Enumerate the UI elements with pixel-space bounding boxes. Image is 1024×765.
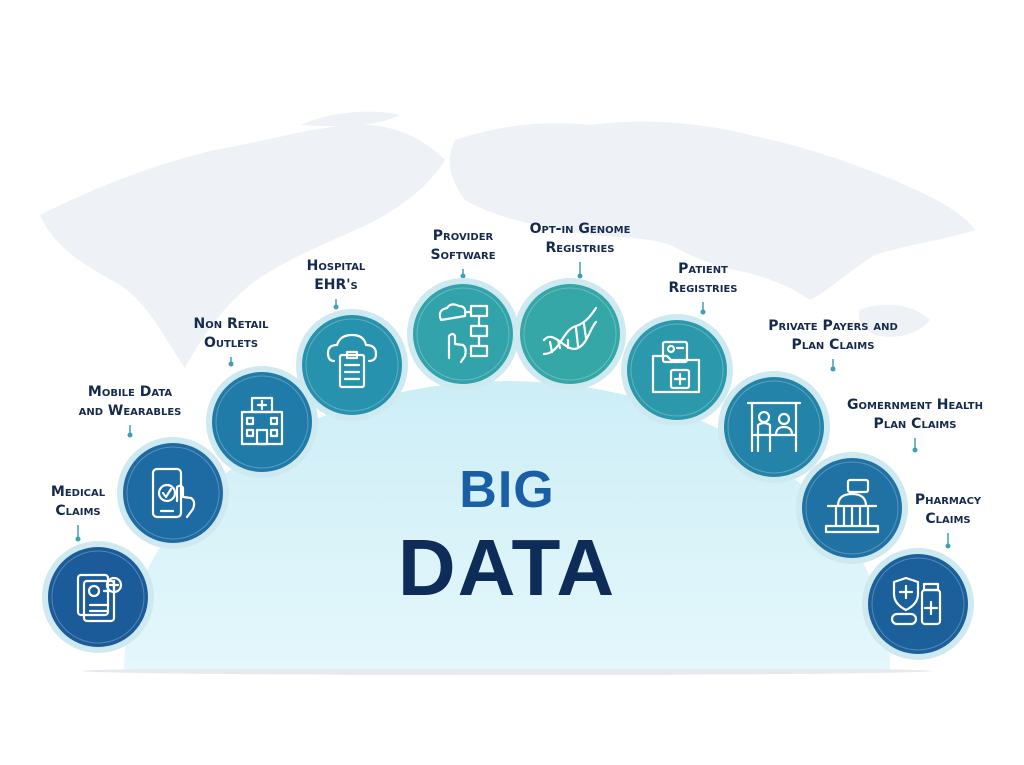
connector-dot <box>577 273 583 279</box>
label-line: Private Payers and <box>768 318 898 334</box>
pharmacy-medicine-icon <box>890 576 942 626</box>
payment-counter-icon <box>746 401 802 453</box>
label-line: Mobile Data <box>87 384 173 400</box>
label-line: EHR's <box>314 277 358 293</box>
connector-dot <box>830 366 836 372</box>
label-line: Opt-in Genome <box>529 221 631 237</box>
label-line: Registries <box>545 240 615 256</box>
connector-dot <box>228 361 234 367</box>
node-non-retail-outlets <box>206 366 318 478</box>
label-line: and Wearables <box>78 403 182 419</box>
patient-folder-icon <box>651 340 701 394</box>
source-nodes <box>42 278 974 660</box>
medical-claim-document-icon <box>76 573 123 623</box>
title-data: DATA <box>397 523 617 612</box>
node-mobile-data-wearables <box>117 437 229 549</box>
smartphone-touch-icon <box>151 467 196 519</box>
label-line: Outlets <box>203 335 259 351</box>
connector-lines <box>75 262 951 549</box>
connector-dot <box>700 309 706 315</box>
label-line: Plan Claims <box>791 337 875 353</box>
node-opt-in-genome-registries <box>514 278 626 390</box>
government-building-icon <box>824 478 880 534</box>
dna-icon <box>542 306 598 356</box>
label-line: Plan Claims <box>873 416 957 432</box>
connector-dot <box>912 447 918 453</box>
big-data-dome <box>124 381 890 669</box>
label-line: Patient <box>678 261 728 277</box>
node-provider-software <box>407 278 519 390</box>
label-line: Pharmacy <box>914 492 982 508</box>
connector-dot <box>127 432 133 438</box>
connector-dot <box>75 536 81 542</box>
label-line: Hospital <box>306 258 366 274</box>
node-hospital-ehrs <box>296 309 408 421</box>
title-big: BIG <box>459 461 555 519</box>
label-line: Gomernment Health <box>847 397 983 413</box>
clinic-building-icon <box>240 396 284 446</box>
node-medical-claims <box>42 541 154 653</box>
label-line: Provider <box>432 228 494 244</box>
label-line: Non Retail <box>193 316 269 332</box>
connector-dot <box>333 304 339 310</box>
node-private-payers-plan-claims <box>718 371 830 483</box>
label-line: Registries <box>668 280 738 296</box>
world-map-background <box>40 111 976 368</box>
label-mobile-data-wearables: Mobile Data and Wearables <box>79 383 182 421</box>
label-line: Software <box>430 247 496 263</box>
cloud-clipboard-icon <box>326 333 378 389</box>
connector-dot <box>460 273 466 279</box>
label-line: Medical <box>50 484 106 500</box>
label-line: Claims <box>925 511 971 527</box>
node-patient-registries <box>621 314 733 426</box>
network-hand-icon <box>438 303 489 364</box>
connector-dot <box>945 543 951 549</box>
node-government-health-plan-claims <box>796 452 908 564</box>
node-pharmacy-claims <box>862 548 974 660</box>
label-line: Claims <box>55 503 101 519</box>
